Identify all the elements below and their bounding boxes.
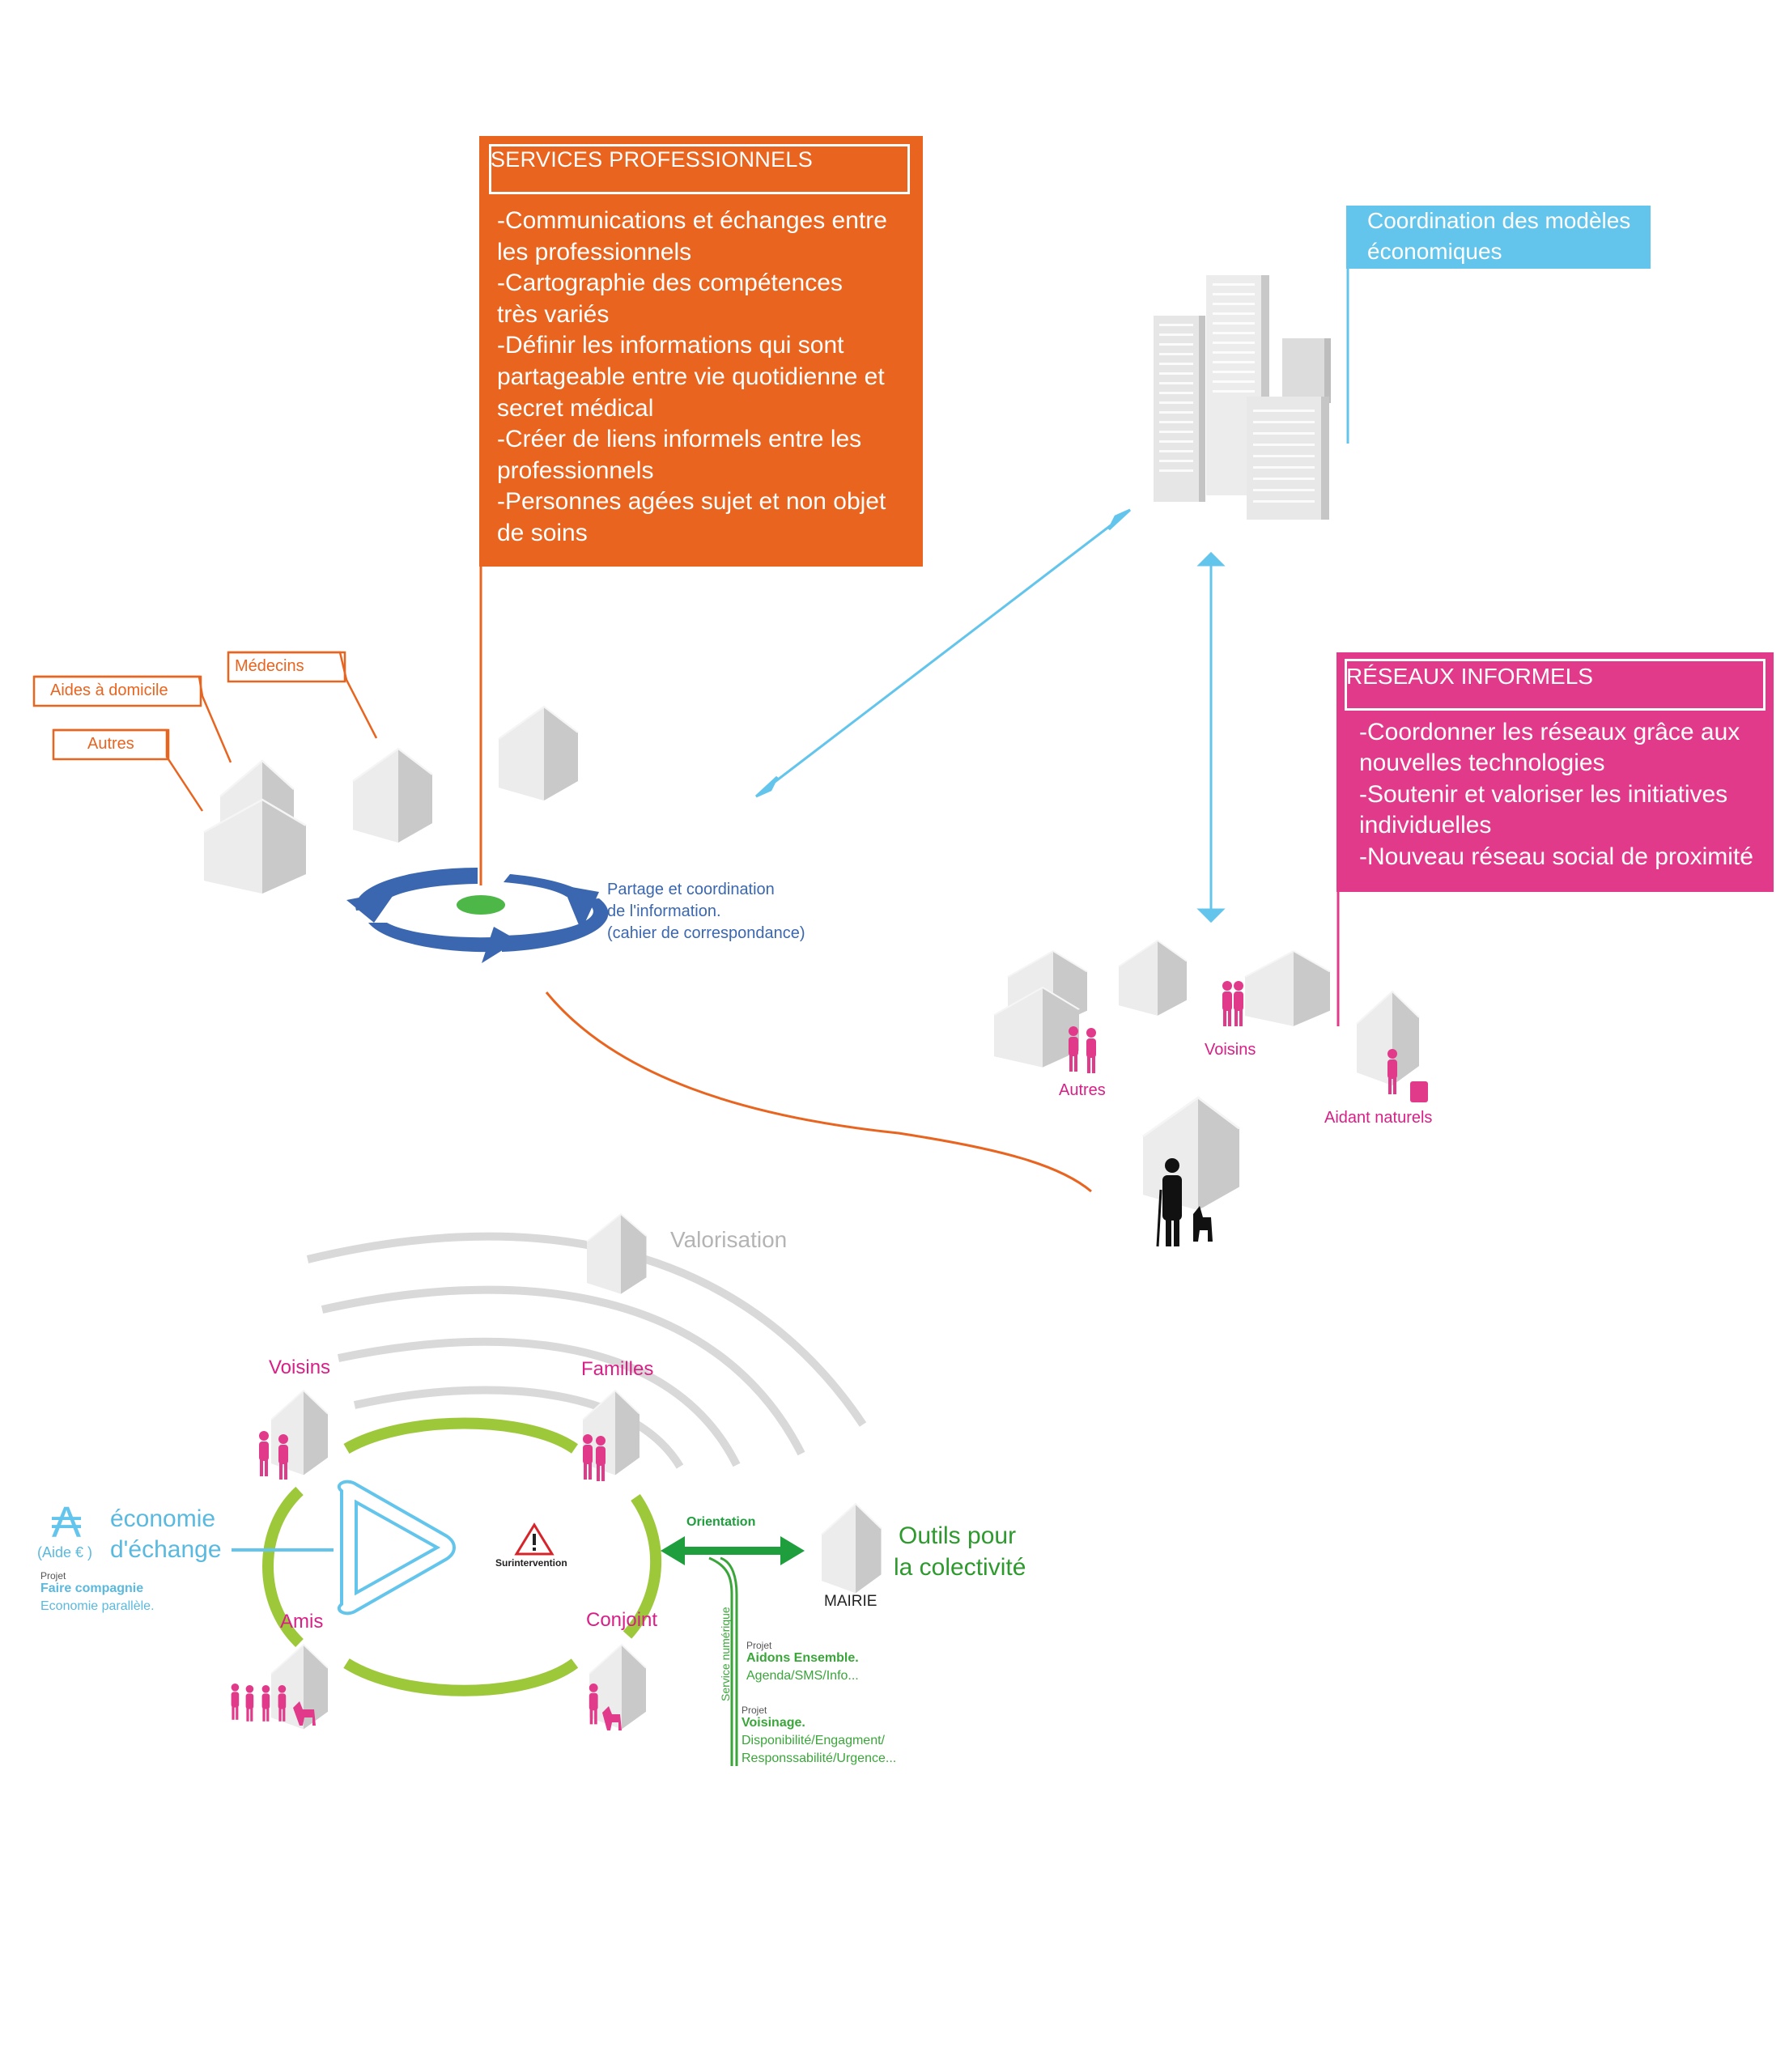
svc-line: secret médical (497, 394, 654, 422)
orientation-double-arrow (661, 1536, 805, 1565)
svc-line: de soins (497, 519, 588, 546)
res-line: -Coordonner les réseaux grâce aux (1359, 719, 1740, 745)
projet2-desc: Agenda/SMS/Info... (746, 1669, 859, 1683)
label-valorisation: Valorisation (670, 1227, 788, 1252)
economie-line-1: économie (110, 1505, 216, 1532)
label-voisins: Voisins (269, 1357, 331, 1378)
label-aidant-naturels: Aidant naturels (1324, 1109, 1433, 1127)
svc-line: -Cartographie des compétences (497, 270, 843, 297)
reseaux-informels-box: RÉSEAUX INFORMELS -Coordonner les réseau… (1336, 652, 1774, 892)
res-title-frame (1345, 659, 1766, 711)
projet3-name: Voisinage. (742, 1716, 805, 1730)
informal-houses (992, 939, 1421, 1212)
orange-link-curve (545, 991, 1092, 1193)
projet1-desc: Economie parallèle. (40, 1599, 155, 1613)
economie-line-2: d'échange (110, 1536, 222, 1563)
projet1-label: Projet (40, 1570, 66, 1582)
svc-line: professionnels (497, 456, 654, 484)
skyscrapers-illustration (1154, 275, 1331, 520)
coord-line-1: Coordination des modèles (1367, 208, 1631, 233)
res-line: individuelles (1359, 812, 1492, 839)
svc-line: -Créer de liens informels entre les (497, 426, 862, 453)
label-familles: Familles (581, 1358, 654, 1380)
svc-line: -Communications et échanges entre (497, 207, 887, 234)
label-amis: Amis (280, 1611, 324, 1633)
coord-line-2: économiques (1367, 239, 1502, 264)
res-line: -Nouveau réseau social de proximité (1359, 843, 1753, 870)
res-line: nouvelles technologies (1359, 749, 1605, 777)
warning-icon (514, 1522, 555, 1556)
label-mairie: MAIRIE (824, 1593, 878, 1610)
svc-line: partageable entre vie quotidienne et (497, 363, 885, 390)
projet3-label: Projet (742, 1705, 767, 1716)
pro-houses (202, 705, 580, 895)
projet3-desc-2: Responssabilité/Urgence... (742, 1751, 897, 1765)
res-title: RÉSEAUX INFORMELS (1346, 664, 1593, 689)
coordination-cycle-arrows (346, 867, 609, 963)
svc-line: très variés (497, 300, 610, 328)
partage-line-1: Partage et coordination (607, 881, 775, 898)
economie-label: économie d'échange (110, 1504, 222, 1565)
vertical-double-arrow (1196, 551, 1226, 923)
label-orientation: Orientation (686, 1515, 756, 1529)
aide-label: (Aide € ) (37, 1544, 93, 1560)
service-numerique-lines (708, 1556, 738, 1766)
projet3-desc-1: Disponibilité/Engagment/ (742, 1734, 885, 1747)
svc-title: SERVICES PROFESSIONNELS (491, 147, 814, 172)
outils-line-1: Outils pour (899, 1522, 1017, 1549)
exchange-triangle-cycle (232, 1480, 456, 1616)
partage-line-3: (cahier de correspondance) (607, 924, 805, 942)
partage-label: Partage et coordination de l'information… (607, 879, 805, 945)
label-medecins: Médecins (235, 657, 304, 675)
svc-line: -Définir les informations qui sont (497, 332, 844, 359)
diagonal-double-arrow (754, 508, 1132, 798)
informal-people (1069, 981, 1428, 1102)
label-aides-a-domicile: Aides à domicile (50, 681, 168, 699)
label-service-numerique: Service numérique (719, 1607, 732, 1701)
label-surintervention: Surintervention (495, 1557, 567, 1569)
outils-label: Outils pour la colectivité (894, 1520, 1026, 1583)
elderly-person-silhouette (1156, 1158, 1213, 1247)
label-autres-pro: Autres (87, 735, 134, 753)
svc-lines: -Communications et échanges entre les pr… (497, 206, 887, 550)
partage-line-2: de l'information. (607, 902, 721, 920)
lime-circle (262, 1417, 662, 1696)
bottom-people (231, 1431, 622, 1730)
coordination-box: Coordination des modèles économiques (1346, 206, 1651, 269)
svc-line: les professionnels (497, 238, 692, 265)
label-conjoint: Conjoint (586, 1609, 658, 1631)
svc-line: -Personnes agées sujet et non objet (497, 488, 886, 516)
label-autres-informel: Autres (1059, 1081, 1106, 1099)
res-line: -Soutenir et valoriser les initiatives (1359, 780, 1728, 808)
svc-title-frame (489, 144, 910, 194)
label-voisins-informel: Voisins (1205, 1041, 1256, 1059)
green-hub-dot (457, 895, 505, 915)
projet2-label: Projet (746, 1640, 772, 1651)
currency-icon: ₳ (52, 1498, 82, 1547)
projet1-name: Faire compagnie (40, 1582, 144, 1595)
res-lines: -Coordonner les réseaux grâce aux nouvel… (1359, 717, 1753, 873)
projet2-name: Aidons Ensemble. (746, 1651, 859, 1665)
services-professionnels-box: SERVICES PROFESSIONNELS -Communications … (479, 136, 923, 567)
outils-line-2: la colectivité (894, 1554, 1026, 1581)
